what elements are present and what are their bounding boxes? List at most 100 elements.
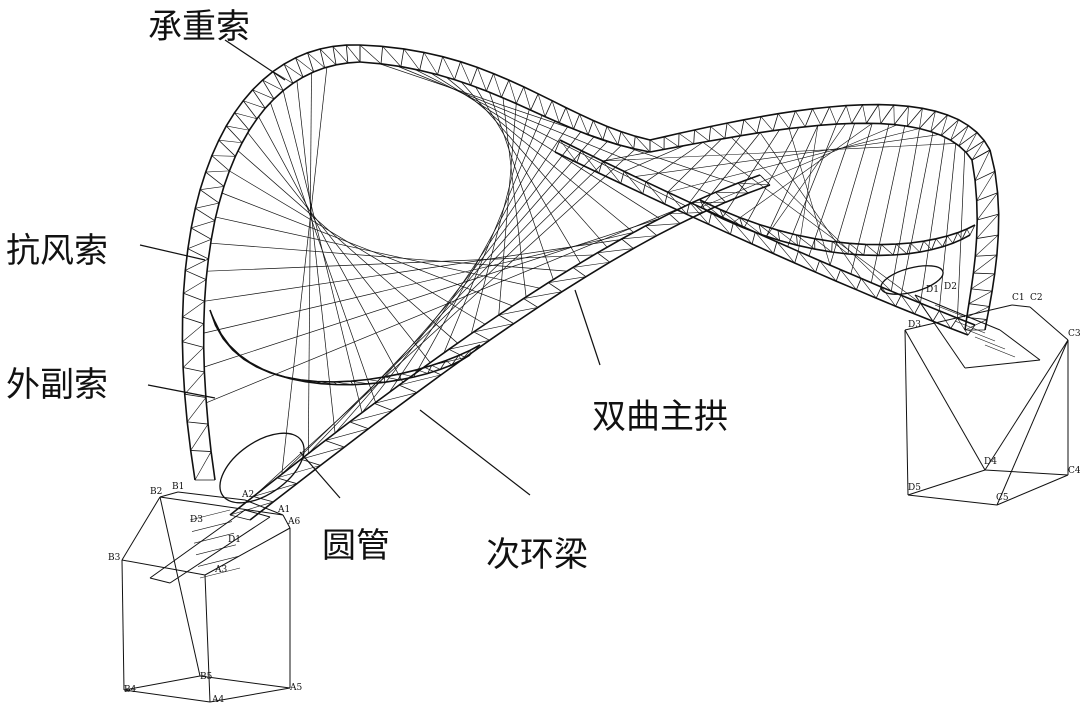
arch-right-band-rung (772, 113, 779, 131)
main-arch-diagonal-2-brace (881, 286, 896, 307)
main-arch-diagonal-rung (715, 191, 726, 203)
arch-left-band-rung (262, 79, 275, 100)
arch-top-band-rung (380, 46, 384, 64)
arch-left-band-rung (307, 52, 315, 73)
cable-net-line (602, 143, 956, 162)
right-support-edge (904, 329, 986, 471)
arch-left-band-brace (190, 423, 209, 451)
arch-right-down-band-brace (964, 319, 988, 331)
cable-net-line (938, 143, 957, 311)
point-A5: A5 (289, 683, 302, 693)
arch-right-band-rung (851, 104, 863, 124)
arch-left-band-brace (205, 170, 230, 173)
arch-left-band-rung (283, 63, 294, 84)
arch-right-band-brace (710, 126, 726, 139)
arch-top-band-rung (573, 114, 580, 130)
cable-net-line (445, 76, 634, 233)
point-D4: D4 (984, 457, 997, 467)
main-arch-diagonal-2-brace (645, 181, 666, 205)
right-support-edge (907, 494, 998, 506)
arch-right-band-brace (950, 119, 959, 141)
main-arch-diagonal-brace (349, 410, 393, 423)
main-arch-diagonal-rung (349, 421, 369, 430)
round-tube-left (219, 432, 305, 504)
right-plate-hatch (944, 312, 976, 326)
main-arch-diagonal-2-brace (689, 202, 709, 225)
arch-left-band-brace (200, 186, 224, 190)
inner-ring-right-rung (831, 241, 833, 253)
main-arch-diagonal-rung (448, 348, 466, 358)
main-arch-diagonal-2-brace (840, 269, 857, 290)
arch-right-down-band-rung (971, 149, 991, 161)
arch-top-band-rung (633, 136, 636, 149)
arch-right-band-brace (678, 133, 694, 145)
inner-ring-right-brace (881, 244, 894, 256)
right-support-edge (984, 339, 1069, 471)
inner-ring-left-brace (284, 376, 306, 383)
arch-left-band-rung (345, 45, 349, 63)
right-support-point-labels: D1 D2 C1 C2 C3 D3 D4 C4 D5 C5 (908, 282, 1080, 503)
inner-ring-right-rung (952, 232, 959, 244)
arch-right-down-band-rung (973, 272, 995, 275)
arch-left-band-rung (295, 57, 304, 78)
right-support-edge (1011, 304, 1031, 308)
inner-ring-right-rung (777, 230, 781, 241)
main-arch-diagonal-rung (645, 225, 658, 236)
arch-top-band-brace (523, 86, 532, 111)
round-tube-right (880, 265, 944, 295)
left-support-edge (159, 496, 201, 677)
cable-net-line (203, 232, 634, 334)
arch-left-band-rung (187, 248, 209, 260)
inner-ring-right-rung (906, 242, 911, 254)
inner-ring-right-brace (777, 229, 798, 246)
inner-ring-left-brace (333, 381, 353, 385)
right-plate-hatch (984, 344, 1016, 358)
point-D5: D5 (908, 483, 921, 493)
arch-right-down-band-rung (977, 213, 999, 221)
arch-right-band-brace (777, 113, 790, 129)
main-arch-diagonal-rung (229, 514, 251, 521)
right-support-edge (907, 469, 986, 496)
main-arch-diagonal-2-rung (773, 241, 778, 254)
inner-ring-right-rung (931, 238, 937, 250)
arch-right-band-rung (930, 114, 948, 132)
main-arch-diagonal-brace (229, 501, 274, 516)
arch-right-down-band-brace (971, 273, 995, 290)
main-arch-diagonal-rung (253, 496, 274, 503)
main-arch-diagonal-inner (249, 184, 771, 521)
cable-net-line (667, 128, 920, 193)
inner-ring-right-rung (758, 224, 762, 235)
cable-net-line (237, 150, 458, 344)
arch-top-band-brace (606, 126, 619, 145)
arch-left-band-rung (183, 292, 205, 302)
cable-net-line (396, 65, 712, 195)
arch-right-band-brace (878, 104, 881, 124)
arch-top-band-rung (419, 52, 425, 71)
arch-right-band-brace (845, 105, 852, 124)
main-arch-diagonal-2-brace (733, 222, 753, 245)
point-A1: A1 (277, 505, 290, 515)
arch-top-band-rung (400, 48, 405, 67)
arch-right-band-brace (862, 104, 867, 124)
arch-top-band-brace (493, 73, 502, 98)
inner-ring-left-brace (384, 376, 400, 381)
inner-ring-right-brace (910, 242, 920, 253)
arch-right-band-rung (965, 140, 985, 153)
cable-net-line (759, 132, 862, 279)
label-round-tube: 圆管 (322, 526, 390, 566)
left-support-edge (204, 574, 211, 703)
main-arch-diagonal-2-rung (932, 310, 940, 322)
main-arch-diagonal-rung (523, 298, 539, 308)
main-arch-diagonal-2-rung (708, 212, 712, 225)
arch-right-band-rung (919, 110, 936, 129)
main-arch-diagonal-brace (300, 446, 345, 460)
right-plate-edge (914, 294, 966, 369)
left-support-edge (244, 499, 284, 516)
arch-left-band-rung (183, 367, 205, 373)
arch-right-band-brace (829, 106, 837, 125)
cable-net-line (765, 123, 846, 238)
main-arch-diagonal-brace (498, 307, 538, 316)
inner-ring-left-brace (300, 379, 322, 384)
arch-left-band-rung (205, 171, 225, 187)
arch-right-band-rung (693, 129, 695, 144)
